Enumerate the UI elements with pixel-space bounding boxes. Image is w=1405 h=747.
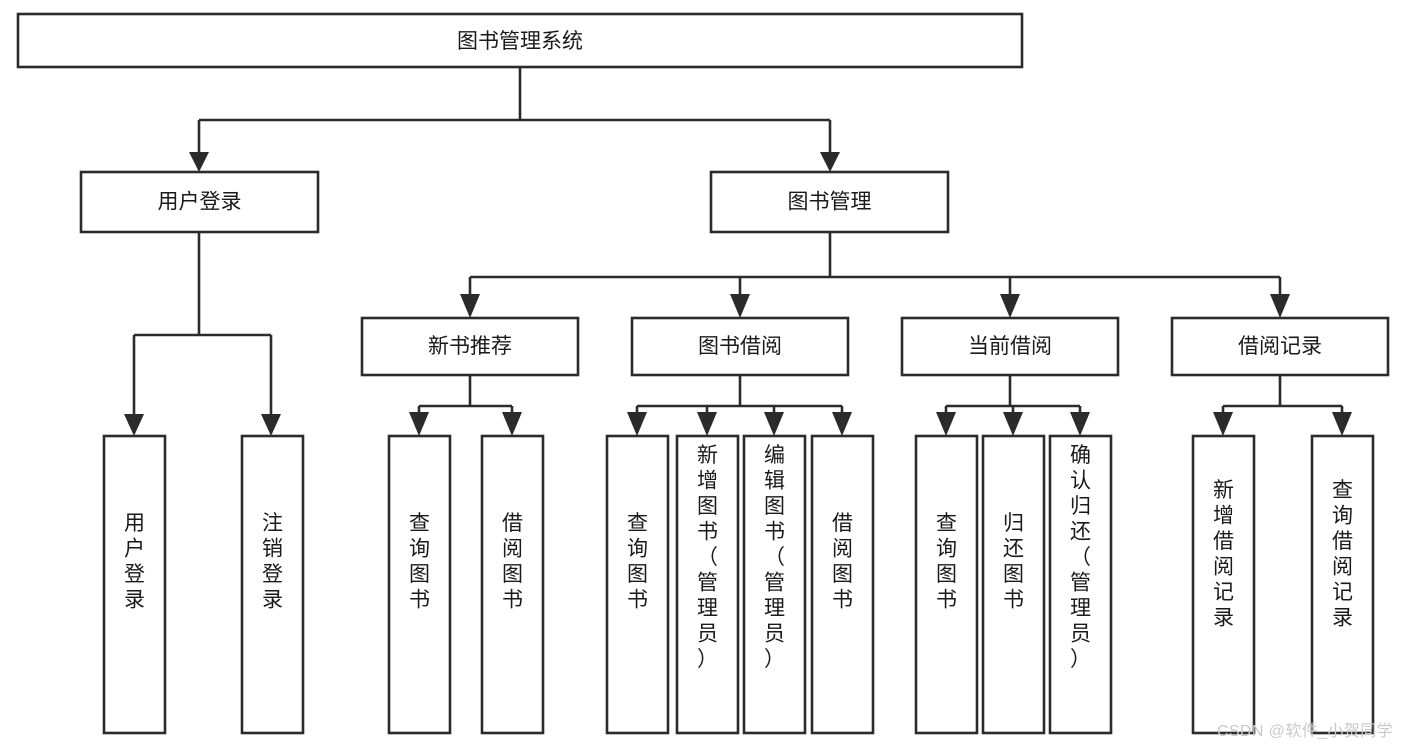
node-leaf-edit-book-label: 编辑图书（管理员）	[764, 444, 785, 671]
node-new-book-rec[interactable]: 新书推荐	[360, 316, 580, 377]
node-leaf-query-book-c[interactable]: 查询图书	[914, 434, 979, 735]
node-book-manage-box[interactable]	[709, 170, 950, 234]
node-leaf-return-book-label: 归还图书	[1003, 512, 1024, 612]
arrow-head-leaf-borrow-book-b	[832, 412, 852, 436]
arrow-head-leaf-logout-login	[261, 414, 281, 436]
node-leaf-confirm-return-label: 确认归还（管理员）	[1070, 444, 1091, 671]
node-book-borrow[interactable]: 图书借阅	[630, 316, 850, 377]
node-current-borrow[interactable]: 当前借阅	[900, 316, 1120, 377]
connector-layer	[124, 67, 1352, 436]
node-leaf-logout-login[interactable]: 注销登录	[240, 434, 305, 735]
arrow-head-borrow-record	[1270, 294, 1290, 318]
node-leaf-edit-book-box[interactable]	[742, 434, 807, 735]
node-leaf-borrow-book-b-label: 借阅图书	[832, 512, 853, 612]
node-leaf-user-login-label: 用户登录	[124, 512, 145, 612]
node-leaf-query-book-c-label: 查询图书	[936, 512, 957, 612]
node-leaf-query-book-a-label: 查询图书	[409, 512, 430, 612]
arrow-head-current-borrow	[1000, 294, 1020, 318]
arrow-head-leaf-edit-book	[764, 412, 784, 436]
node-book-manage[interactable]: 图书管理	[709, 170, 950, 234]
node-new-book-rec-box[interactable]	[360, 316, 580, 377]
node-user-login[interactable]: 用户登录	[79, 170, 320, 234]
node-borrow-record[interactable]: 借阅记录	[1170, 316, 1390, 377]
node-borrow-record-box[interactable]	[1170, 316, 1390, 377]
node-leaf-add-book-box[interactable]	[675, 434, 740, 735]
node-leaf-borrow-book-b[interactable]: 借阅图书	[810, 434, 875, 735]
arrow-head-leaf-add-book	[697, 412, 717, 436]
node-leaf-logout-login-box[interactable]	[240, 434, 305, 735]
node-leaf-query-book-b[interactable]: 查询图书	[605, 434, 670, 735]
node-book-manage-label: 图书管理	[788, 191, 872, 214]
arrow-head-leaf-add-record	[1213, 412, 1233, 436]
node-leaf-confirm-return[interactable]: 确认归还（管理员）	[1048, 434, 1113, 735]
node-leaf-return-book[interactable]: 归还图书	[981, 434, 1046, 735]
node-leaf-query-record-box[interactable]	[1310, 434, 1375, 735]
node-leaf-add-record-box[interactable]	[1191, 434, 1256, 735]
node-leaf-borrow-book-a-label: 借阅图书	[502, 512, 523, 612]
arrow-head-leaf-return-book	[1003, 412, 1023, 436]
node-book-borrow-label: 图书借阅	[698, 335, 782, 358]
node-leaf-query-book-a[interactable]: 查询图书	[387, 434, 452, 735]
node-root-label: 图书管理系统	[457, 30, 583, 53]
watermark: CSDN @软件_小贺同学	[1216, 723, 1393, 740]
arrow-head-leaf-query-book-c	[936, 412, 956, 436]
arrow-head-book-manage	[820, 152, 840, 172]
arrow-head-leaf-user-login	[124, 414, 144, 436]
arrow-head-leaf-confirm-return	[1070, 412, 1090, 436]
node-user-login-box[interactable]	[79, 170, 320, 234]
node-new-book-rec-label: 新书推荐	[428, 335, 512, 358]
node-borrow-record-label: 借阅记录	[1238, 335, 1322, 358]
node-leaf-user-login-box[interactable]	[102, 434, 167, 735]
node-leaf-add-book[interactable]: 新增图书（管理员）	[675, 434, 740, 735]
node-leaf-logout-login-label: 注销登录	[262, 512, 283, 612]
node-root[interactable]: 图书管理系统	[16, 12, 1024, 69]
arrow-head-leaf-query-book-a	[409, 412, 429, 436]
arrow-head-leaf-query-book-b	[627, 412, 647, 436]
node-leaf-query-book-b-label: 查询图书	[627, 512, 648, 612]
node-leaf-query-record[interactable]: 查询借阅记录	[1310, 434, 1375, 735]
arrow-head-leaf-query-record	[1332, 412, 1352, 436]
arrow-head-user-login	[189, 152, 209, 172]
arrow-head-new-book-rec	[460, 294, 480, 318]
node-leaf-query-record-label: 查询借阅记录	[1332, 479, 1353, 630]
node-leaf-add-book-label: 新增图书（管理员）	[697, 444, 718, 671]
node-leaf-borrow-book-a[interactable]: 借阅图书	[480, 434, 545, 735]
node-current-borrow-label: 当前借阅	[968, 335, 1052, 358]
node-leaf-query-book-b-box[interactable]	[605, 434, 670, 735]
arrow-head-leaf-borrow-book-a	[502, 412, 522, 436]
node-user-login-label: 用户登录	[158, 191, 242, 214]
node-leaf-query-book-a-box[interactable]	[387, 434, 452, 735]
node-leaf-user-login[interactable]: 用户登录	[102, 434, 167, 735]
node-leaf-add-record[interactable]: 新增借阅记录	[1191, 434, 1256, 735]
node-leaf-add-record-label: 新增借阅记录	[1213, 479, 1234, 630]
node-leaf-confirm-return-box[interactable]	[1048, 434, 1113, 735]
node-root-box[interactable]	[16, 12, 1024, 69]
node-leaf-return-book-box[interactable]	[981, 434, 1046, 735]
node-leaf-query-book-c-box[interactable]	[914, 434, 979, 735]
node-leaf-edit-book[interactable]: 编辑图书（管理员）	[742, 434, 807, 735]
node-current-borrow-box[interactable]	[900, 316, 1120, 377]
node-book-borrow-box[interactable]	[630, 316, 850, 377]
node-leaf-borrow-book-b-box[interactable]	[810, 434, 875, 735]
node-leaf-borrow-book-a-box[interactable]	[480, 434, 545, 735]
arrow-head-book-borrow	[730, 294, 750, 318]
